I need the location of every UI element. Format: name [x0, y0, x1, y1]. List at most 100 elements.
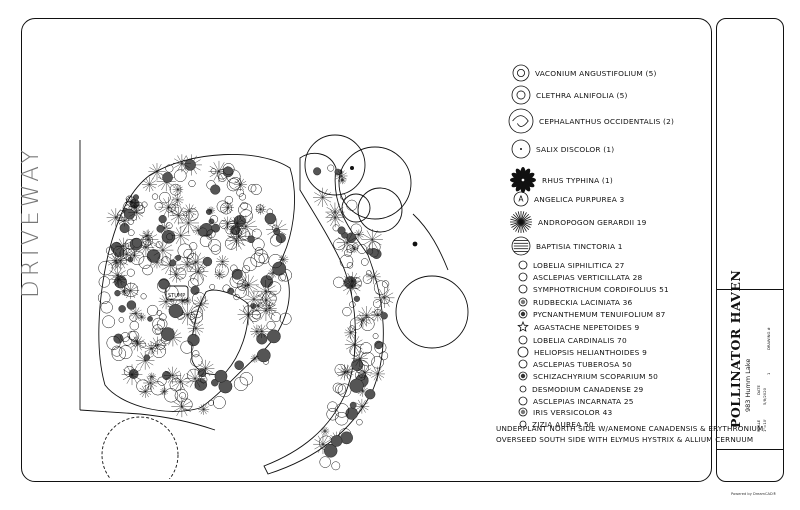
- plant-symbol: [180, 398, 193, 411]
- plant-symbol: [374, 287, 395, 308]
- plant-symbol: [365, 389, 376, 400]
- plant-symbol: [335, 383, 346, 395]
- plant-symbol: [134, 201, 144, 211]
- tree-trunk-dot: [412, 241, 418, 247]
- plant-symbol: [202, 256, 213, 267]
- plant-symbol: [159, 191, 171, 204]
- plant-symbol: [206, 229, 216, 239]
- shrub-star-icon: [512, 64, 530, 82]
- plant-symbol: [247, 235, 255, 244]
- plant-symbol: [151, 193, 159, 200]
- shrub-spiral-icon: [508, 108, 534, 134]
- plant-symbol: [118, 317, 125, 323]
- plant-symbol: [169, 378, 183, 392]
- plant-symbol: [373, 299, 382, 308]
- plant-symbol: [319, 456, 331, 468]
- plant-symbol: [194, 378, 208, 391]
- plant-symbol: [189, 242, 198, 251]
- plant-symbol: [180, 340, 194, 354]
- plant-symbol: [111, 346, 126, 361]
- plant-symbol: [255, 299, 277, 322]
- plant-symbol: [150, 255, 164, 269]
- plant-symbol: [151, 343, 166, 358]
- plant-symbol: [158, 215, 167, 224]
- small-circle-icon: [518, 396, 528, 406]
- plant-symbol: [222, 163, 235, 175]
- legend-label: ASCLEPIAS INCARNATA 25: [533, 396, 634, 406]
- plant-symbol: [337, 226, 346, 235]
- plant-symbol: [152, 239, 174, 261]
- plant-symbol: [172, 154, 191, 173]
- plant-symbol: [379, 351, 389, 361]
- main-bed-outline: [98, 154, 295, 412]
- plant-symbol: [211, 223, 220, 233]
- plant-symbol: [214, 268, 226, 280]
- star-icon: [517, 320, 529, 332]
- tree-canopy: [395, 275, 469, 349]
- tree-canopy: [341, 193, 371, 223]
- plant-symbol: [162, 371, 171, 380]
- plant-symbol: [187, 320, 205, 337]
- plant-symbol: [125, 195, 133, 203]
- plant-symbol: [349, 344, 362, 357]
- plant-symbol: [210, 184, 221, 195]
- plant-symbol: [380, 312, 388, 320]
- drawing-number-label: DRAWING #: [766, 327, 771, 350]
- tiny-circle-icon: [519, 385, 527, 393]
- plant-symbol: [248, 184, 257, 193]
- plant-symbol: [184, 368, 206, 389]
- plant-symbol: [234, 360, 244, 370]
- plant-symbol: [129, 335, 146, 352]
- plant-symbol: [254, 324, 269, 339]
- plant-symbol: [166, 233, 174, 241]
- plant-symbol: [175, 254, 182, 261]
- plant-symbol: [158, 294, 174, 310]
- plant-symbol: [350, 223, 362, 235]
- plant-symbol: [334, 169, 348, 183]
- plant-symbol: [360, 342, 373, 355]
- plant-symbol: [313, 187, 333, 208]
- plant-symbol: [113, 333, 124, 344]
- plant-symbol: [148, 163, 166, 181]
- plant-symbol: [171, 204, 182, 215]
- plant-symbol: [198, 403, 210, 415]
- plant-symbol: [370, 366, 385, 382]
- plant-symbol: [206, 233, 213, 240]
- plant-symbol: [233, 293, 240, 301]
- textured-circle-icon: [518, 297, 528, 307]
- plant-symbol: [158, 196, 179, 218]
- tree-canopy: [357, 187, 403, 233]
- plant-symbol: [227, 287, 235, 295]
- plant-symbol: [220, 202, 233, 215]
- plant-symbol: [238, 193, 247, 201]
- sumac-flower-icon: [510, 166, 536, 193]
- shrub-dot-circle-icon: [511, 139, 531, 159]
- tree-canopy: [338, 146, 412, 220]
- small-circle-icon: [518, 359, 528, 369]
- plant-symbol: [190, 310, 203, 324]
- plant-symbol: [165, 164, 174, 173]
- legend-label: LOBELIA SIPHILITICA 27: [533, 260, 625, 270]
- plant-symbols: [97, 154, 395, 471]
- plant-symbol: [278, 273, 286, 282]
- plant-symbol: [267, 329, 281, 344]
- plant-symbol: [183, 248, 194, 260]
- plant-symbol: [275, 233, 286, 244]
- plant-symbol: [231, 269, 247, 285]
- legend-label: PYCNANTHEMUM TENUIFOLIUM 87: [533, 309, 666, 319]
- plant-symbol: [179, 392, 186, 399]
- legend-label: ANGELICA PURPUREA 3: [534, 194, 625, 204]
- plant-symbol: [127, 330, 137, 340]
- plant-symbol: [158, 278, 170, 290]
- plant-symbol: [180, 257, 194, 272]
- plant-symbol: [271, 224, 279, 232]
- plant-symbol: [268, 254, 283, 269]
- plant-symbol: [141, 201, 148, 208]
- plant-symbol: [152, 324, 163, 335]
- plant-symbol: [330, 435, 343, 447]
- plant-symbol: [346, 262, 354, 269]
- legend-label: CEPHALANTHUS OCCIDENTALIS (2): [539, 116, 675, 126]
- plant-symbol: [108, 265, 127, 285]
- plant-symbol: [327, 164, 335, 172]
- plant-symbol: [111, 251, 130, 270]
